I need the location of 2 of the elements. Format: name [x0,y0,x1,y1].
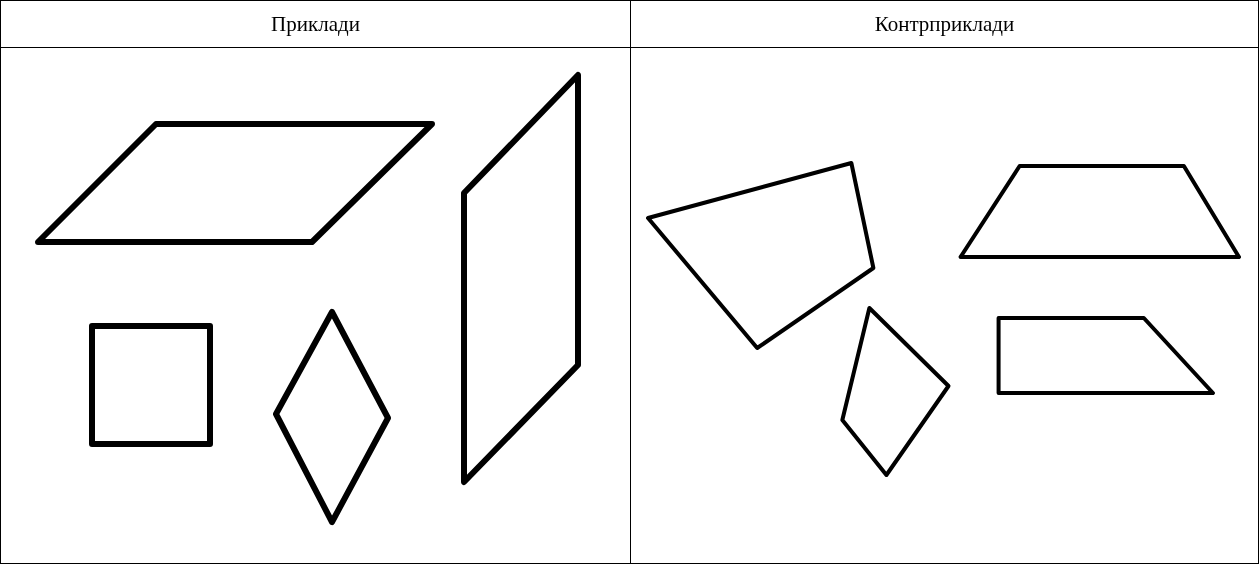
column-header: Контрприклади [874,11,1015,37]
column-header: Приклади [271,11,360,37]
